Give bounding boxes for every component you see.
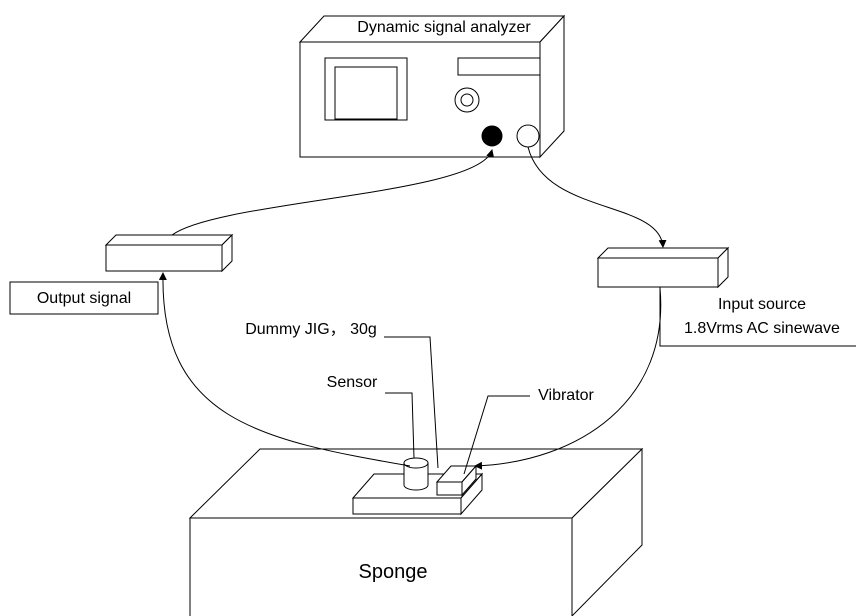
input-port — [516, 124, 540, 148]
output-signal-box — [104, 233, 234, 273]
output-port — [481, 125, 503, 147]
output-signal-label: Output signal — [37, 290, 131, 307]
sponge-front-face — [189, 517, 573, 616]
sponge-block — [188, 447, 644, 616]
wire-input-source-to-vibrator — [474, 287, 662, 470]
sensor-cylinder — [403, 457, 429, 491]
sensor-top — [403, 457, 429, 469]
analyzer-display-panel — [457, 57, 541, 76]
output-box-top — [104, 234, 234, 246]
analyzer-screen-inner — [334, 66, 398, 120]
wire-output-to-analyzer — [171, 149, 495, 236]
vibrator-front-face — [436, 481, 463, 496]
input-source-label-line1: Input source — [718, 296, 806, 313]
vibrator-leader — [463, 395, 530, 475]
dummy-jig-label: Dummy JIG， 30g — [245, 321, 377, 338]
dummy-jig-leader — [384, 336, 439, 469]
output-signal-label-box — [9, 281, 159, 315]
analyzer-label: Dynamic signal analyzer — [357, 19, 531, 36]
input-box-front — [597, 257, 719, 288]
input-source-label-line2: 1.8Vrms AC sinewave — [684, 320, 840, 337]
vibrator-label: Vibrator — [538, 387, 594, 404]
input-source-box — [596, 246, 730, 289]
input-box-top — [596, 247, 730, 259]
output-box-front — [105, 244, 223, 272]
sensor-leader — [385, 392, 415, 459]
wire-analyzer-to-input-source — [527, 146, 667, 248]
jig-front-face — [352, 497, 462, 515]
sponge-label: Sponge — [359, 561, 428, 583]
sensor-label: Sensor — [327, 374, 378, 391]
input-source-bracket — [659, 287, 856, 347]
analyzer-knob-inner — [460, 93, 474, 107]
sensor-body — [403, 463, 429, 491]
wire-sensor-to-output — [158, 272, 411, 467]
vibrator-block — [435, 464, 478, 497]
dynamic-signal-analyzer — [298, 14, 566, 159]
